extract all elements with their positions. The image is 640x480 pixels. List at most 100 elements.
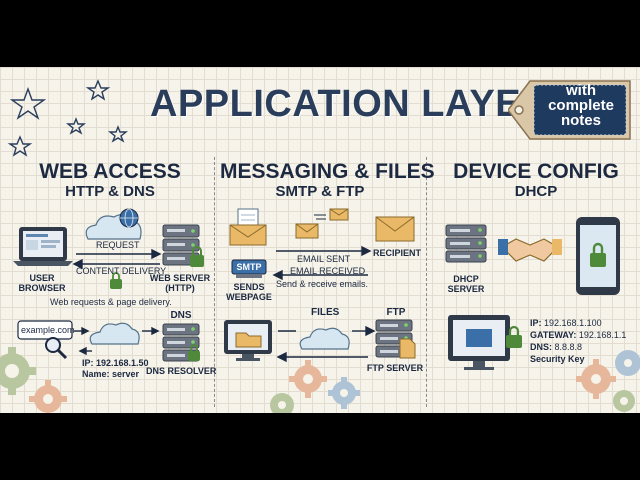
computer-folder-icon bbox=[224, 320, 272, 361]
arrow-right-icon bbox=[151, 248, 162, 260]
dns-label: DNS bbox=[170, 310, 192, 321]
web-server-label: WEB SERVER (HTTP) bbox=[146, 273, 214, 293]
gear-icon bbox=[328, 377, 360, 409]
ip-key: IP: bbox=[530, 318, 542, 328]
arrow-right-icon bbox=[361, 245, 372, 257]
label-line: BROWSER bbox=[18, 283, 66, 293]
msg-graphics bbox=[224, 208, 416, 363]
cloud-icon bbox=[89, 322, 140, 345]
recipient-label: RECIPIENT bbox=[372, 248, 421, 258]
web-graphics bbox=[13, 208, 204, 362]
column-divider bbox=[214, 157, 215, 407]
gear-icon bbox=[615, 350, 640, 376]
lock-icon bbox=[190, 246, 204, 267]
star-icon bbox=[108, 125, 128, 143]
tag-line: complete bbox=[548, 97, 614, 114]
page-title: APPLICATION LAYER bbox=[150, 83, 550, 125]
dns-name: Name: server bbox=[82, 369, 140, 379]
gear-icon bbox=[270, 393, 294, 413]
device-heading: DEVICE CONFIG bbox=[453, 160, 619, 183]
msg-subheading: SMTP & FTP bbox=[275, 183, 365, 200]
gateway-key: GATEWAY: bbox=[530, 330, 577, 340]
gateway-value: 192.168.1.1 bbox=[578, 330, 627, 340]
sends-webpage-label: SENDS WEBPAGE bbox=[224, 282, 274, 302]
ftp-server-label: FTP SERVER bbox=[366, 363, 424, 373]
dns-value: 8.8.8.8 bbox=[554, 342, 583, 352]
arrow-left-icon bbox=[72, 258, 83, 270]
envelope-icon bbox=[295, 208, 349, 239]
email-received-label: EMAIL RECEIVED bbox=[290, 266, 366, 276]
tag-line: with bbox=[566, 82, 596, 99]
envelope-icon bbox=[375, 216, 415, 242]
device-dns: DNS: 8.8.8.8 bbox=[530, 342, 582, 352]
smtp-badge bbox=[231, 259, 267, 278]
example-domain: example.com bbox=[21, 325, 75, 335]
files-label: FILES bbox=[311, 307, 340, 318]
label-line: DHCP bbox=[453, 274, 479, 284]
decor-layer bbox=[0, 79, 640, 413]
content-delivery-label: CONTENT DELIVERY bbox=[76, 266, 167, 276]
tag-hole-icon bbox=[514, 105, 524, 115]
dns-key: DNS: bbox=[530, 342, 552, 352]
ip-value: 192.168.1.100 bbox=[544, 318, 602, 328]
cloud-icon bbox=[299, 327, 350, 350]
gear-icon bbox=[0, 347, 36, 395]
monitor-icon bbox=[448, 315, 510, 370]
dhcp-server-icon bbox=[445, 224, 487, 263]
device-graphics bbox=[445, 217, 620, 370]
notes-tag-text: with complete notes bbox=[535, 83, 627, 128]
notes-tag bbox=[508, 80, 631, 140]
search-box-icon bbox=[17, 320, 73, 360]
lock-icon bbox=[188, 344, 200, 361]
label-line: WEB SERVER bbox=[149, 273, 211, 283]
user-browser-label: USER BROWSER bbox=[14, 273, 70, 293]
label-line: WEBPAGE bbox=[226, 292, 272, 302]
msg-caption: Send & receive emails. bbox=[276, 279, 369, 289]
arrow-right-icon bbox=[365, 325, 376, 337]
handshake-icon bbox=[498, 238, 562, 262]
gear-icon bbox=[576, 359, 616, 399]
dns-server-icon bbox=[162, 323, 200, 362]
star-icon bbox=[9, 86, 47, 120]
ftp-label: FTP bbox=[386, 307, 406, 318]
device-subheading: DHCP bbox=[514, 183, 558, 200]
msg-heading: MESSAGING & FILES bbox=[220, 160, 435, 183]
email-sent-label: EMAIL SENT bbox=[297, 254, 351, 264]
column-divider bbox=[426, 157, 427, 407]
arrow-left-icon bbox=[78, 346, 87, 356]
star-icon bbox=[85, 79, 111, 101]
arrow-right-icon bbox=[81, 326, 90, 336]
label-line: SENDS bbox=[233, 282, 265, 292]
tag-line: notes bbox=[560, 112, 601, 129]
web-subheading: HTTP & DNS bbox=[65, 183, 155, 200]
dns-ip: IP: 192.168.1.50 bbox=[82, 358, 149, 368]
web-server-icon bbox=[162, 224, 200, 266]
lock-icon bbox=[506, 325, 522, 348]
label-line: SERVER bbox=[447, 284, 485, 294]
request-label: REQUEST bbox=[96, 240, 140, 250]
laptop-icon bbox=[13, 227, 73, 266]
lock-icon bbox=[110, 272, 122, 289]
star-icon bbox=[66, 117, 86, 135]
envelope-letter-icon bbox=[229, 208, 267, 246]
dns-resolver-label: DNS RESOLVER bbox=[146, 366, 217, 376]
dhcp-server-label: DHCP SERVER bbox=[440, 274, 492, 294]
device-ip: IP: 192.168.1.100 bbox=[530, 318, 602, 328]
web-heading: WEB ACCESS bbox=[39, 160, 181, 183]
diagram-canvas: APPLICATION LAYER with complete notes WE… bbox=[0, 67, 640, 413]
arrow-right-icon bbox=[151, 326, 160, 336]
gear-icon bbox=[29, 380, 67, 413]
label-line: USER bbox=[29, 273, 55, 283]
security-key-label: Security Key bbox=[530, 354, 585, 364]
ftp-server-icon bbox=[375, 319, 416, 359]
smtp-badge-text: SMTP bbox=[236, 262, 262, 272]
star-icon bbox=[7, 135, 33, 157]
arrow-left-icon bbox=[276, 351, 287, 363]
label-line: (HTTP) bbox=[165, 283, 195, 293]
gear-icon bbox=[289, 360, 327, 398]
gear-icon bbox=[613, 390, 635, 412]
globe-icon bbox=[119, 208, 139, 228]
web-caption: Web requests & page delivery. bbox=[50, 297, 172, 307]
device-gateway: GATEWAY: 192.168.1.1 bbox=[530, 330, 626, 340]
arrow-left-icon bbox=[272, 269, 283, 281]
